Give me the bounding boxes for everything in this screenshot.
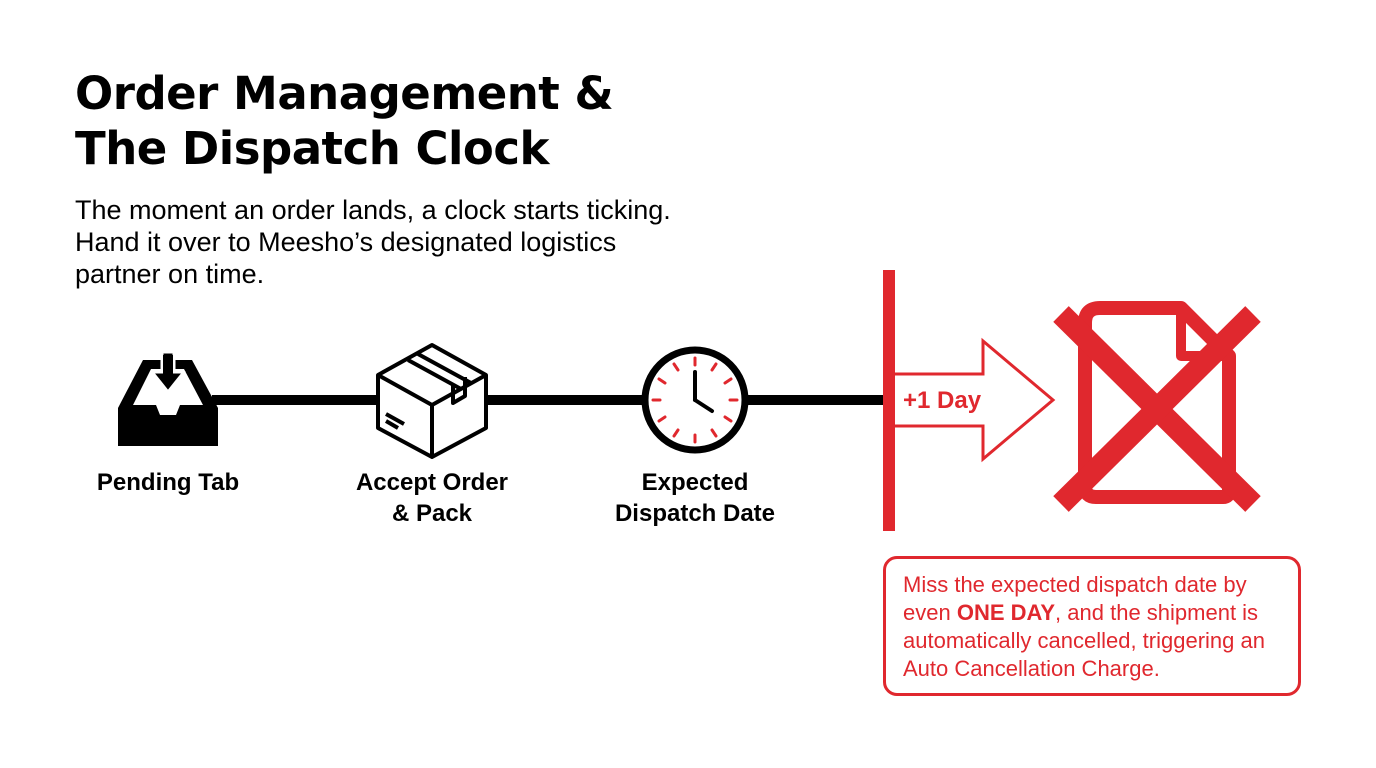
subtitle-line-2: Hand it over to Meesho’s designated logi… [75, 227, 617, 257]
clock-icon [641, 346, 749, 454]
page-subtitle: The moment an order lands, a clock start… [75, 194, 775, 290]
package-box-icon [376, 343, 488, 459]
step-label-pending-tab: Pending Tab [96, 469, 240, 496]
title-line-2: The Dispatch Clock [75, 122, 549, 175]
delay-label: +1 Day [903, 387, 982, 414]
page-title: Order Management & The Dispatch Clock [75, 66, 614, 176]
step-label-accept-order: Accept Order & Pack [355, 469, 509, 527]
warning-text-part-2: , and the shipment is automatically canc… [903, 600, 1265, 681]
step-label-expected-dispatch: Expected Dispatch Date [614, 469, 776, 527]
subtitle-line-1: The moment an order lands, a clock start… [75, 195, 671, 225]
inbox-download-icon [118, 350, 218, 446]
cancellation-warning-box: Miss the expected dispatch date by even … [883, 556, 1301, 696]
cancelled-document-icon [1053, 301, 1261, 512]
subtitle-line-3: partner on time. [75, 259, 265, 289]
delay-arrow-icon [895, 337, 1056, 463]
title-line-1: Order Management & [75, 67, 614, 120]
warning-highlight: ONE DAY [956, 600, 1056, 625]
warning-text-part-1: Miss the expected dispatch date by even [903, 572, 1247, 625]
